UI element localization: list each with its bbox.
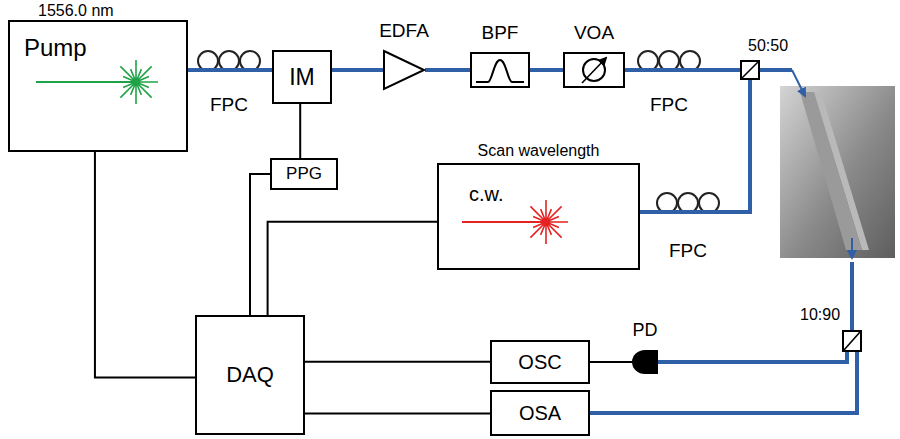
node-outline <box>632 350 658 374</box>
component-label: OSC <box>518 351 561 374</box>
fiber-link <box>530 68 563 72</box>
fiber-to-chip <box>760 68 792 72</box>
node-outline <box>636 50 702 76</box>
signal-wire <box>590 361 632 363</box>
spectrum-analyzer-box: OSA <box>490 390 590 436</box>
signal-wire <box>95 152 195 377</box>
signal-wire <box>268 222 437 315</box>
fiber-link <box>262 68 272 72</box>
fiber-link <box>625 68 636 72</box>
component-label: 50:50 <box>748 37 788 55</box>
waveguide-ridge <box>800 92 862 250</box>
component-label: 1556.0 nm <box>38 3 114 19</box>
component-label: EDFA <box>379 20 429 42</box>
filter-box: BPF <box>470 52 530 88</box>
daq-box: DAQ <box>195 315 305 435</box>
photodetector-symbol: PD <box>632 350 658 374</box>
fiber-link <box>702 68 740 72</box>
signal-wire <box>305 412 490 414</box>
node-outline <box>383 50 425 90</box>
fiber-link <box>332 68 383 72</box>
node-outline <box>655 192 721 218</box>
component-label: FPC <box>210 94 248 116</box>
pattern-generator-box: PPG <box>270 158 338 190</box>
fiber-coupler: 50:50 <box>740 60 760 80</box>
component-label: DAQ <box>226 362 274 387</box>
fiber-link <box>188 68 196 72</box>
filter-symbol <box>476 60 524 82</box>
component-label: 10:90 <box>800 306 840 324</box>
node-outline <box>844 332 860 350</box>
amplifier-outline <box>384 51 424 89</box>
attenuator-box: VOA <box>563 52 625 88</box>
fiber-link <box>590 352 857 413</box>
modulator-box: IM <box>272 50 332 104</box>
fiber-link <box>640 210 655 214</box>
signal-wire <box>299 104 301 158</box>
fiber-through <box>636 68 702 72</box>
detector-outline <box>632 350 658 374</box>
fiber-through <box>196 68 262 72</box>
cw-laser-box: Scan wavelengthc.w. <box>437 163 640 270</box>
cw-star <box>524 200 568 244</box>
fiber-link <box>721 80 750 212</box>
pump-laser-box: 1556.0 nmPump <box>8 20 188 152</box>
oscilloscope-box: OSC <box>490 340 590 384</box>
attenuator-arrow <box>582 58 606 83</box>
chip-input-arrow <box>792 70 805 96</box>
fiber-link <box>658 352 847 362</box>
fiber-link <box>425 68 470 72</box>
component-label: IM <box>289 64 315 90</box>
component-label: FPC <box>669 240 707 262</box>
amplifier-triangle: EDFA <box>383 50 425 90</box>
component-label: VOA <box>574 22 614 44</box>
coupler-diagonal <box>742 62 758 78</box>
component-label: Pump <box>24 34 87 62</box>
polarization-controller: FPC <box>636 50 702 76</box>
component-label: Scan wavelength <box>478 142 600 160</box>
component-label: BPF <box>482 22 519 44</box>
component-label: FPC <box>650 94 688 116</box>
node-outline <box>742 62 758 78</box>
component-label: OSA <box>519 402 561 425</box>
fiber-coupler: 10:90 <box>842 330 862 352</box>
node-outline <box>196 50 262 76</box>
component-label: c.w. <box>469 183 503 206</box>
fiber-from-chip <box>850 262 854 330</box>
polarization-controller: FPC <box>196 50 262 76</box>
chip-output-arrow <box>851 238 853 258</box>
polarization-controller: FPC <box>655 192 721 218</box>
fiber-through <box>655 210 721 214</box>
chip-image <box>780 86 895 258</box>
coupler-diagonal <box>844 332 860 350</box>
component-label: PPG <box>286 164 322 184</box>
component-label: PD <box>632 320 657 341</box>
signal-wire <box>305 361 490 363</box>
pump-star <box>114 60 158 104</box>
